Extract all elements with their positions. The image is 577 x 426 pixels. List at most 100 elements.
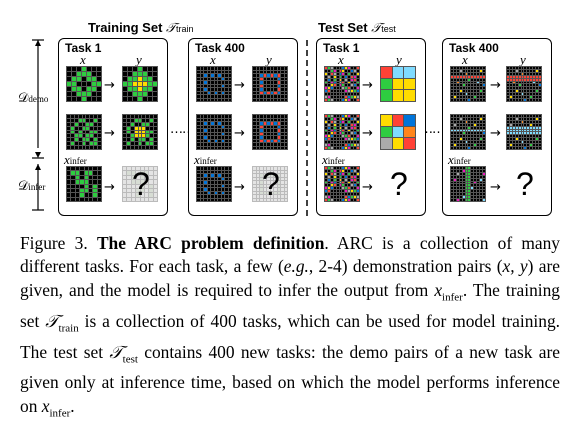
arrow-icon: → [362, 180, 373, 195]
x-infer-label: xinfer [448, 152, 471, 168]
caption-xinfer: x [41, 395, 50, 416]
arc-grid-output [122, 114, 158, 150]
training-set-title-text: Training Set [88, 20, 163, 35]
arrow-icon: → [362, 126, 373, 141]
task-title: Task 400 [449, 41, 499, 55]
arrow-icon: → [104, 180, 115, 195]
arc-grid-input [450, 66, 486, 102]
arrow-icon: → [234, 180, 245, 195]
x-infer-x: x [64, 152, 70, 167]
caption-text: . The training set [20, 279, 560, 331]
caption-title: The ARC problem definition [96, 233, 325, 253]
caption-text: , 2-4) demonstration pairs ( [308, 256, 503, 277]
arc-grid-output [122, 66, 158, 102]
caption-text: contains 400 new tasks: the demo pairs o… [20, 341, 560, 416]
y-label: y [396, 52, 402, 67]
d-demo-label: 𝒟demo [18, 90, 48, 106]
caption-eg: e.g. [283, 256, 309, 277]
x-label: x [338, 52, 344, 67]
x-infer-sub: infer [327, 156, 345, 166]
unknown-output-icon: ? [516, 166, 534, 202]
x-infer-sub: infer [199, 156, 217, 166]
caption-test-sub: test [122, 353, 138, 366]
test-symbol: 𝒯 [371, 20, 382, 35]
x-infer-label: xinfer [194, 152, 217, 168]
arc-grid-input [66, 66, 102, 102]
x-infer-label: xinfer [64, 152, 87, 168]
caption-xinfer: x [434, 279, 443, 300]
arc-grid-output [122, 166, 158, 202]
x-infer-sub: infer [69, 156, 87, 166]
arrow-icon: → [490, 126, 501, 141]
training-set-title: Training Set 𝒯train [88, 20, 194, 36]
d-infer-symbol: 𝒟 [18, 178, 29, 193]
caption-label: Figure 3. [20, 233, 88, 253]
y-label: y [266, 52, 272, 67]
caption-text: . ARC is a collection of many different … [20, 233, 561, 277]
task-title: Task 1 [65, 41, 102, 55]
x-infer-x: x [194, 152, 200, 167]
arrow-icon: → [234, 126, 245, 141]
test-ellipsis: …… [420, 122, 445, 137]
task-title: Task 400 [195, 41, 245, 55]
unknown-output-icon: ? [262, 166, 280, 202]
arc-grid-input [66, 166, 102, 202]
arrow-icon: → [490, 180, 501, 195]
d-infer-sub: infer [28, 182, 46, 192]
unknown-output-icon: ? [390, 166, 408, 202]
caption-train-symbol: 𝒯 [45, 310, 59, 331]
arc-grid-input [196, 114, 232, 150]
arc-grid-output [506, 114, 542, 150]
arc-grid-output [252, 166, 288, 202]
train-test-divider [306, 40, 308, 216]
d-demo-sub: demo [28, 94, 49, 104]
arc-grid-input [324, 66, 360, 102]
arc-grid-output [252, 114, 288, 150]
arc-grid-output [380, 114, 416, 150]
arc-grid-output [506, 66, 542, 102]
y-label: y [136, 52, 142, 67]
arc-grid-output [380, 66, 416, 102]
x-infer-x: x [448, 152, 454, 167]
arc-figure: 𝒟demo 𝒟infer Training Set 𝒯train Test Se… [18, 20, 552, 216]
d-demo-symbol: 𝒟 [18, 90, 29, 105]
caption-xinfer-sub: infer [442, 291, 463, 304]
x-label: x [80, 52, 86, 67]
arrow-icon: → [104, 126, 115, 141]
unknown-output-icon: ? [132, 166, 150, 202]
caption-text: is a collection of 400 tasks, which can … [20, 310, 561, 362]
caption-pair: x, y [502, 256, 528, 277]
arc-grid-output [252, 66, 288, 102]
arrow-icon: → [104, 78, 115, 93]
test-set-title: Test Set 𝒯test [318, 20, 396, 36]
test-symbol-sub: test [381, 24, 396, 34]
arc-grid-input [450, 114, 486, 150]
x-infer-x: x [322, 152, 328, 167]
x-infer-sub: infer [453, 156, 471, 166]
test-set-title-text: Test Set [318, 20, 368, 35]
arc-grid-input [450, 166, 486, 202]
caption-xinfer-sub: infer [49, 407, 71, 420]
arrow-icon: → [490, 78, 501, 93]
arc-grid-input [196, 166, 232, 202]
x-infer-label: xinfer [322, 152, 345, 168]
arrow-icon: → [234, 78, 245, 93]
caption-text: ) are given, and the model is required t… [20, 256, 560, 300]
arc-grid-input [66, 114, 102, 150]
arc-grid-input [324, 166, 360, 202]
train-symbol-sub: train [176, 24, 194, 34]
d-infer-label: 𝒟infer [18, 178, 45, 194]
train-symbol: 𝒯 [166, 20, 176, 35]
arc-grid-input [196, 66, 232, 102]
x-label: x [462, 52, 468, 67]
caption-test-symbol: 𝒯 [109, 341, 123, 362]
task-title: Task 1 [323, 41, 360, 55]
caption-text: . [70, 395, 75, 416]
x-label: x [210, 52, 216, 67]
figure-caption: Figure 3. The ARC problem definition. AR… [20, 232, 560, 426]
arrow-icon: → [362, 78, 373, 93]
y-label: y [520, 52, 526, 67]
arc-grid-input [324, 114, 360, 150]
dataset-bracket [32, 39, 44, 211]
caption-train-sub: train [58, 322, 79, 335]
